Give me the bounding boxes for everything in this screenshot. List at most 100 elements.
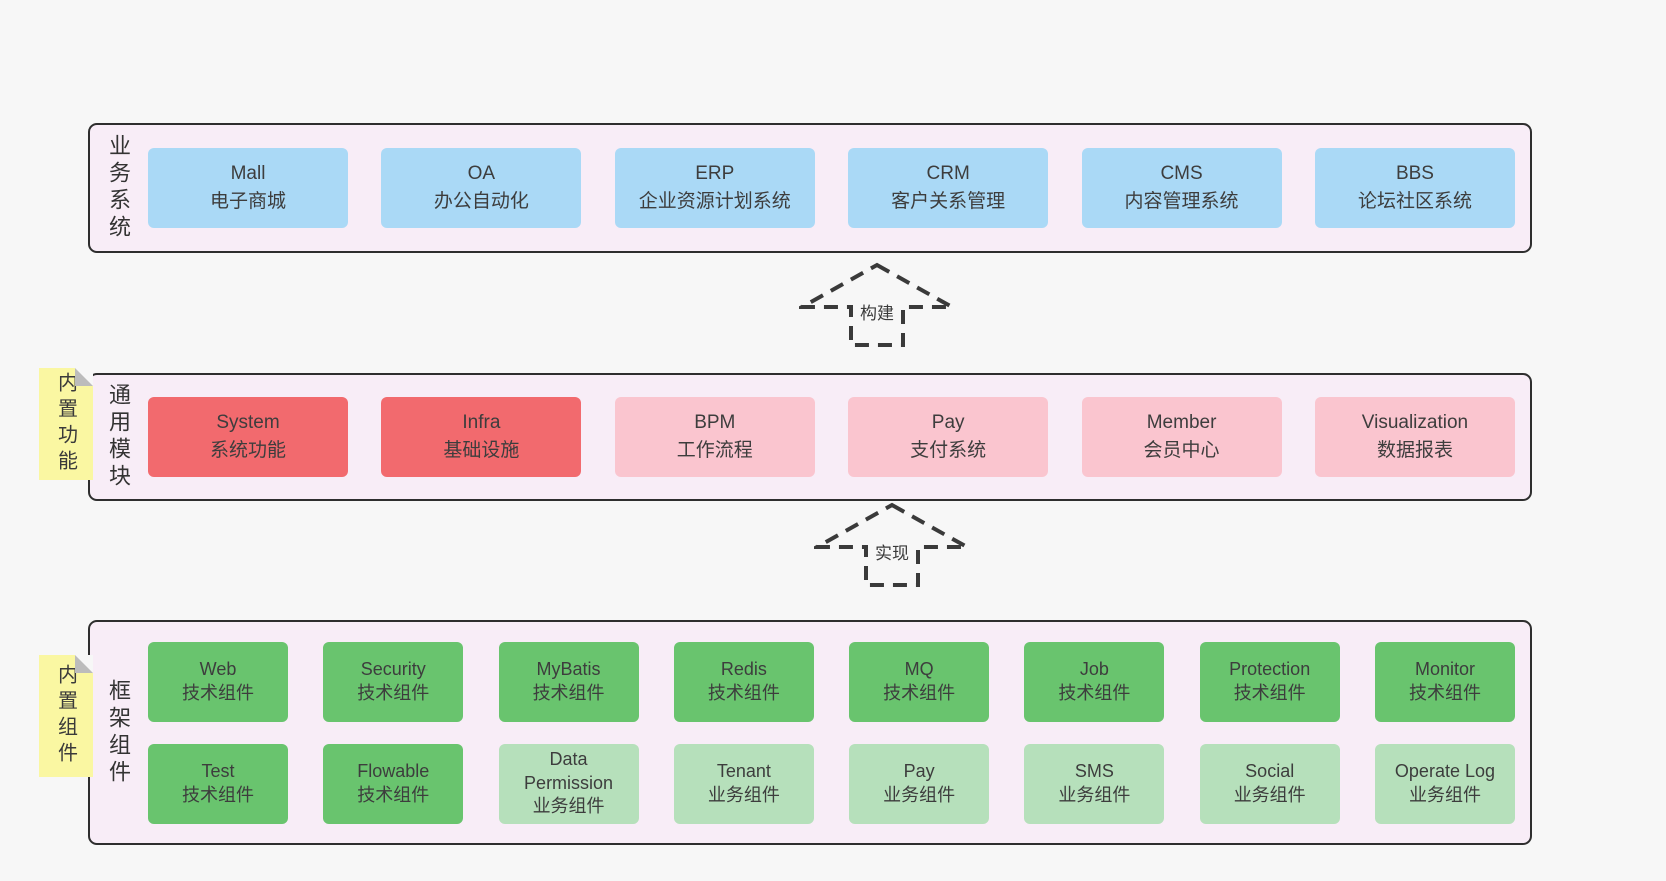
box-title: MQ — [904, 659, 934, 680]
box-title: OA — [467, 163, 496, 185]
box-infra: Infra 基础设施 — [381, 397, 582, 477]
box-title: Redis — [720, 659, 767, 680]
box-bpm: BPM 工作流程 — [614, 397, 815, 477]
panel-business-side-label: 业务系统 — [106, 134, 131, 242]
folded-corner-icon — [75, 655, 93, 673]
box-subtitle: 技术组件 — [182, 682, 254, 703]
arrow-implement-label: 实现 — [871, 538, 913, 565]
box-mq: MQ 技术组件 — [849, 641, 990, 722]
box-oa: OA 办公自动化 — [381, 148, 582, 228]
box-title: Data Permission — [524, 749, 614, 793]
panel-common-modules: 通用模块 System 系统功能 Infra 基础设施 BPM 工作流程 Pay… — [88, 373, 1532, 501]
box-subtitle: 技术组件 — [1058, 682, 1131, 703]
note-built-in-components: 内置组件 — [39, 655, 93, 777]
box-job: Job 技术组件 — [1024, 641, 1165, 722]
box-subtitle: 业务组件 — [1058, 784, 1131, 805]
panel-business-systems: 业务系统 Mall 电子商城 OA 办公自动化 ERP 企业资源计划系统 CRM… — [88, 123, 1532, 253]
box-title: System — [216, 412, 280, 434]
box-pay: Pay 支付系统 — [848, 397, 1049, 477]
box-subtitle: 论坛社区系统 — [1357, 191, 1472, 212]
box-subtitle: 会员中心 — [1143, 440, 1220, 461]
box-data-permission: Data Permission 业务组件 — [498, 743, 639, 824]
box-title: Web — [199, 659, 237, 680]
box-subtitle: 内容管理系统 — [1124, 191, 1239, 212]
box-title: Tenant — [716, 761, 771, 782]
box-title: Member — [1146, 412, 1217, 434]
box-erp: ERP 企业资源计划系统 — [614, 148, 815, 228]
box-monitor: Monitor 技术组件 — [1374, 641, 1515, 722]
note-text: 内置组件 — [54, 664, 77, 768]
box-subtitle: 技术组件 — [357, 784, 430, 805]
components-box-rows: Web 技术组件 Security 技术组件 MyBatis 技术组件 Redi… — [148, 622, 1515, 843]
box-title: Security — [360, 659, 426, 680]
box-test: Test 技术组件 — [148, 743, 288, 824]
box-title: SMS — [1074, 761, 1114, 782]
box-title: Social — [1245, 761, 1295, 782]
box-title: Pay — [903, 761, 935, 782]
dashed-up-arrow-icon — [799, 262, 955, 347]
box-title: Protection — [1229, 659, 1311, 680]
box-title: ERP — [695, 163, 735, 185]
box-subtitle: 技术组件 — [1233, 682, 1306, 703]
box-protection: Protection 技术组件 — [1199, 641, 1340, 722]
panel-modules-side-label: 通用模块 — [106, 383, 131, 491]
box-title: Test — [201, 761, 235, 782]
box-crm: CRM 客户关系管理 — [848, 148, 1049, 228]
note-built-in-features: 内置功能 — [39, 368, 93, 480]
note-text: 内置功能 — [54, 372, 77, 476]
box-title: CRM — [926, 163, 970, 185]
box-subtitle: 业务组件 — [1233, 784, 1306, 805]
components-row-2: Test 技术组件 Flowable 技术组件 Data Permission … — [148, 743, 1515, 824]
box-subtitle: 办公自动化 — [433, 191, 529, 212]
box-title: Pay — [931, 412, 965, 434]
box-web: Web 技术组件 — [148, 641, 288, 722]
box-subtitle: 基础设施 — [443, 440, 520, 461]
box-bbs: BBS 论坛社区系统 — [1314, 148, 1515, 228]
box-tenant: Tenant 业务组件 — [673, 743, 814, 824]
box-title: Infra — [462, 412, 501, 434]
box-subtitle: 支付系统 — [910, 440, 987, 461]
business-box-row: Mall 电子商城 OA 办公自动化 ERP 企业资源计划系统 CRM 客户关系… — [148, 125, 1515, 251]
box-subtitle: 系统功能 — [209, 440, 286, 461]
box-visualization: Visualization 数据报表 — [1314, 397, 1515, 477]
box-title: Operate Log — [1394, 761, 1495, 782]
arrow-build: 构建 — [799, 262, 955, 348]
box-system: System 系统功能 — [148, 397, 348, 477]
box-subtitle: 技术组件 — [532, 682, 605, 703]
box-title: Visualization — [1361, 412, 1469, 434]
box-subtitle: 数据报表 — [1376, 440, 1453, 461]
box-mybatis: MyBatis 技术组件 — [498, 641, 639, 722]
box-title: CMS — [1160, 163, 1203, 185]
box-member: Member 会员中心 — [1081, 397, 1282, 477]
box-subtitle: 技术组件 — [883, 682, 956, 703]
box-title: MyBatis — [536, 659, 601, 680]
folded-corner-icon — [75, 368, 93, 386]
arrow-build-label: 构建 — [856, 298, 898, 325]
box-sms: SMS 业务组件 — [1024, 743, 1165, 824]
box-title: BPM — [694, 412, 736, 434]
box-subtitle: 电子商城 — [209, 191, 286, 212]
box-title: Flowable — [357, 761, 430, 782]
panel-components-side-label: 框架组件 — [106, 678, 131, 787]
box-subtitle: 技术组件 — [357, 682, 430, 703]
box-pay-business: Pay 业务组件 — [849, 743, 990, 824]
box-subtitle: 技术组件 — [182, 784, 254, 805]
box-title: Mall — [230, 163, 266, 185]
box-title: BBS — [1395, 163, 1434, 185]
box-social: Social 业务组件 — [1199, 743, 1340, 824]
modules-box-row: System 系统功能 Infra 基础设施 BPM 工作流程 Pay 支付系统… — [148, 375, 1515, 499]
box-title: Monitor — [1414, 659, 1475, 680]
box-security: Security 技术组件 — [323, 641, 464, 722]
arrow-implement: 实现 — [814, 502, 970, 588]
box-subtitle: 业务组件 — [707, 784, 780, 805]
box-flowable: Flowable 技术组件 — [323, 743, 464, 824]
box-subtitle: 技术组件 — [707, 682, 780, 703]
dashed-up-arrow-icon — [814, 502, 970, 587]
box-subtitle: 业务组件 — [532, 796, 605, 817]
box-subtitle: 业务组件 — [1408, 784, 1481, 805]
box-operate-log: Operate Log 业务组件 — [1374, 743, 1515, 824]
panel-framework-components: 框架组件 Web 技术组件 Security 技术组件 MyBatis 技术组件… — [88, 620, 1532, 845]
box-mall: Mall 电子商城 — [148, 148, 348, 228]
box-redis: Redis 技术组件 — [673, 641, 814, 722]
box-subtitle: 技术组件 — [1408, 682, 1481, 703]
